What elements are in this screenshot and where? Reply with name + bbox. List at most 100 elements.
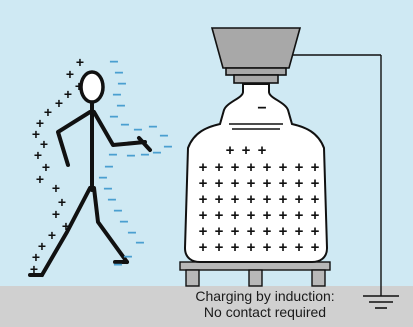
floor [0,286,413,327]
plus-charge: + [231,223,240,240]
plus-charge: + [311,191,320,208]
minus-charge: − [117,76,126,93]
minus-charge: − [116,98,125,115]
plus-charge: + [263,223,272,240]
plus-charge: + [279,191,288,208]
bulk-container [183,83,329,263]
plus-charge: + [30,261,38,277]
plus-charge: + [58,194,66,210]
plus-charge: + [247,239,256,256]
minus-charge: − [133,122,142,139]
minus-charge: − [152,145,161,162]
plus-charge: + [247,191,256,208]
plus-charge: + [295,175,304,192]
walking-person [28,70,152,277]
plus-charge: + [62,218,70,234]
plus-charge: + [295,207,304,224]
plus-charge: + [279,239,288,256]
plus-charge: + [311,175,320,192]
minus-charge: − [104,159,113,176]
plus-charge: + [34,147,42,163]
plus-charge: + [66,66,74,82]
plus-charge: + [247,175,256,192]
person-left-arm [56,110,92,167]
minus-charge: − [159,128,168,145]
plus-charge: + [44,104,52,120]
caption-line-1: Charging by induction: [195,288,335,304]
ground-symbol-icon [363,295,399,309]
plus-charge: + [247,207,256,224]
minus-charge: − [148,119,157,136]
minus-charge: − [163,139,172,156]
minus-charge: − [120,117,129,134]
plus-charge: + [215,175,224,192]
plus-charge: + [76,54,84,70]
plus-charge: + [231,159,240,176]
plus-charge: + [295,191,304,208]
plus-charge: + [263,159,272,176]
caption-line-2: No contact required [203,304,327,320]
caption: Charging by induction: No contact requir… [150,288,380,320]
plus-charge: + [231,175,240,192]
plus-charge: + [226,142,235,159]
ground-wire [286,54,382,296]
plus-charge: + [263,207,272,224]
hopper [210,27,302,84]
plus-charge: + [36,171,44,187]
minus-charge: − [108,147,117,164]
negative-charges: −−−−−−−−−−−−−−−−−−−−−−−−−− [98,54,266,274]
plus-charge: + [231,239,240,256]
person-head [79,70,105,104]
minus-charge: − [103,181,112,198]
plus-charge: + [279,159,288,176]
positive-charges: ++++++++++++++++++++++++++++++++++++++++… [30,54,320,277]
plus-charge: + [215,207,224,224]
plus-charge: + [199,175,208,192]
plus-charge: + [231,207,240,224]
plus-charge: + [279,223,288,240]
minus-charge: − [135,235,144,252]
plus-charge: + [311,159,320,176]
minus-charge: − [123,249,132,266]
plus-charge: + [199,207,208,224]
plus-charge: + [42,159,50,175]
plus-charge: + [242,142,251,159]
person-right-leg [92,186,129,264]
plus-charge: + [279,207,288,224]
plus-charge: + [199,191,208,208]
plus-charge: + [263,239,272,256]
plus-charge: + [258,142,267,159]
pallet [179,261,331,287]
minus-charge: − [140,147,149,164]
plus-charge: + [199,159,208,176]
plus-charge: + [295,159,304,176]
plus-charge: + [263,175,272,192]
plus-charge: + [311,239,320,256]
plus-charge: + [199,239,208,256]
plus-charge: + [215,159,224,176]
minus-charge: − [112,87,121,104]
plus-charge: + [36,115,44,131]
plus-charge: + [38,238,46,254]
plus-charge: + [32,249,40,265]
plus-charge: + [231,191,240,208]
minus-charge: − [113,257,122,274]
minus-charge: − [113,203,122,220]
plus-charge: + [215,239,224,256]
plus-charge: + [247,223,256,240]
plus-charge: + [215,191,224,208]
person-hand [137,136,152,152]
plus-charge: + [75,78,83,94]
person-left-leg [40,186,92,277]
plus-charge: + [263,191,272,208]
plus-charge: + [295,223,304,240]
plus-charge: + [48,227,56,243]
plus-charge: + [295,239,304,256]
plus-charge: + [64,86,72,102]
minus-charge: − [126,148,135,165]
minus-charge: − [98,170,107,187]
plus-charge: + [55,95,63,111]
minus-charge: − [114,65,123,82]
